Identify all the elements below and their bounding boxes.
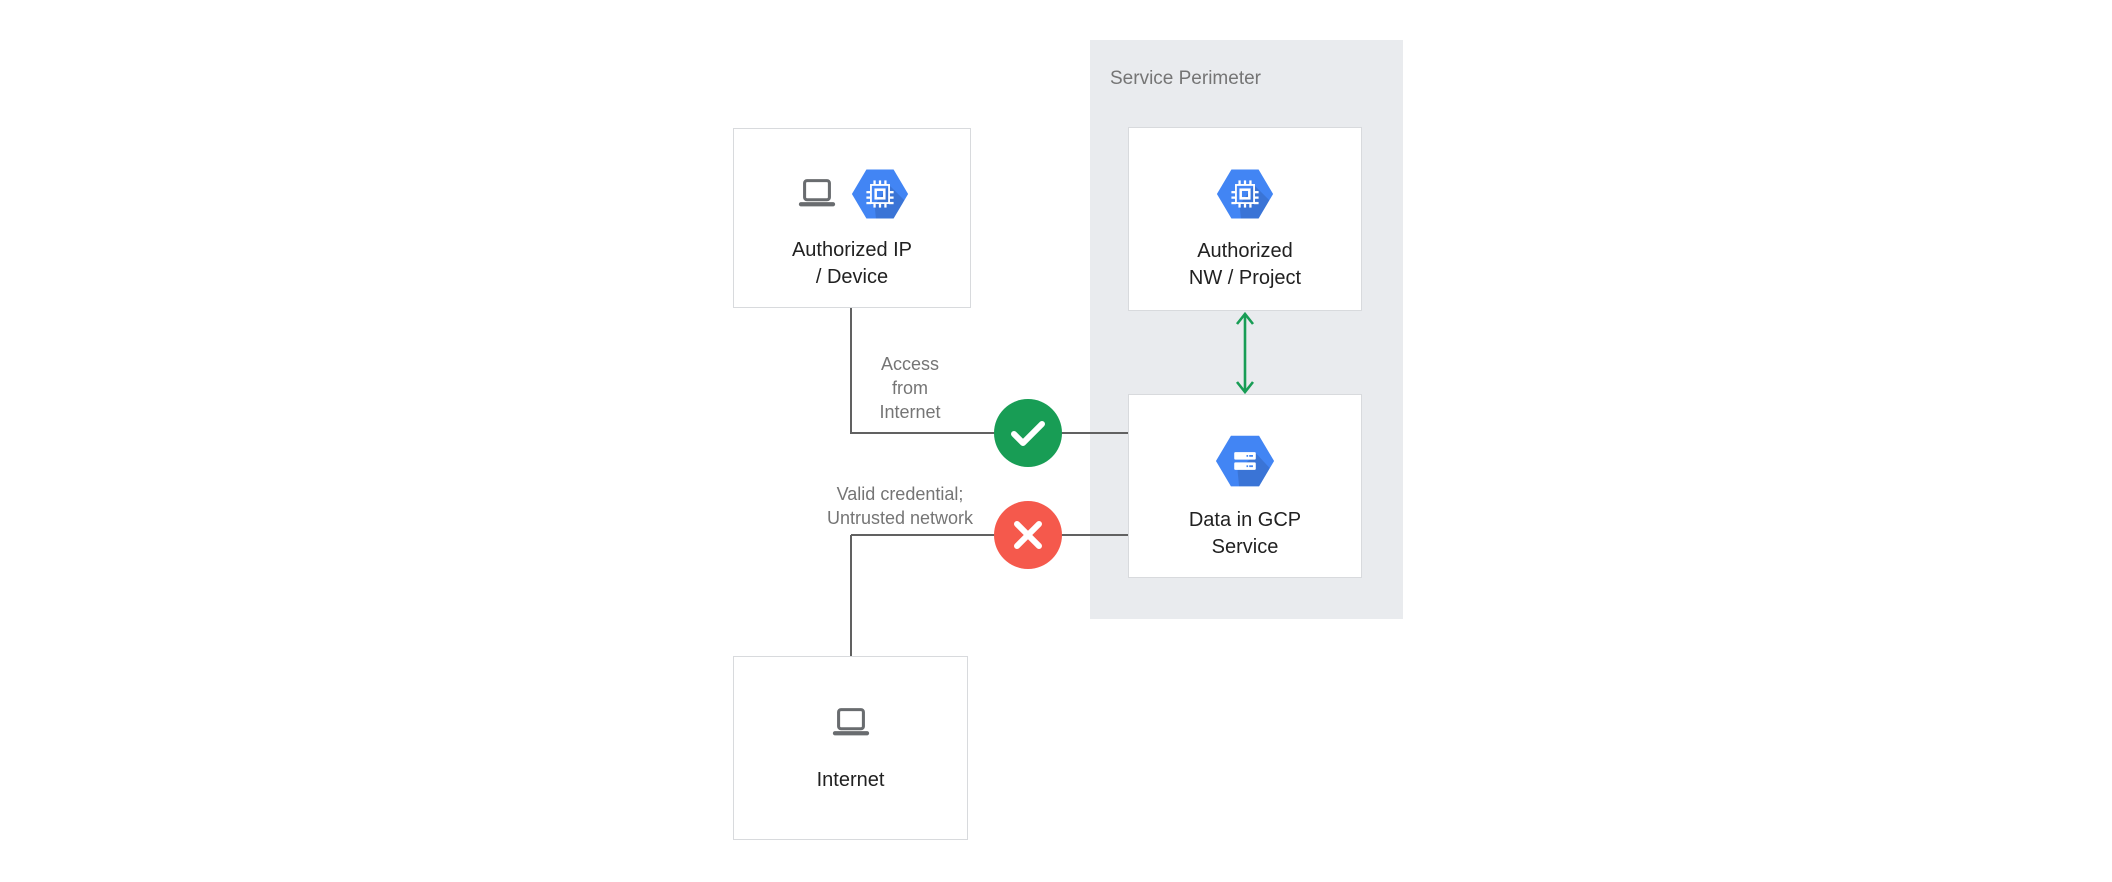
allowed-edge-label-line2: from	[892, 378, 928, 398]
denied-edge-label-line2: Untrusted network	[826, 508, 974, 528]
connector-allowed-line	[851, 432, 1128, 434]
laptop-icon	[832, 708, 869, 736]
node-label-line2: / Device	[815, 266, 889, 288]
cross-icon	[1014, 521, 1042, 549]
connector-internet-up	[850, 535, 852, 656]
denied-edge-label-line1: Valid credential;	[836, 484, 964, 504]
node-label-line2: Service	[1211, 536, 1279, 558]
node-label: Internet	[734, 767, 967, 794]
node-icons	[1129, 434, 1361, 488]
node-label-line1: Authorized IP	[791, 239, 913, 261]
node-label-line1: Authorized	[1197, 240, 1293, 262]
node-label-line2: NW / Project	[1188, 267, 1302, 289]
node-label: Data in GCP Service	[1129, 507, 1361, 561]
bidirectional-arrow-icon	[1235, 311, 1255, 395]
node-icons	[734, 705, 967, 741]
node-icons	[1129, 168, 1361, 220]
cross-badge	[994, 501, 1062, 569]
allowed-edge-label: Access from Internet	[845, 352, 975, 424]
node-label-line1: Internet	[816, 769, 885, 791]
allowed-edge-label-line1: Access	[880, 354, 940, 374]
connector-authorized-ip-down	[850, 308, 852, 434]
denied-edge-label: Valid credential; Untrusted network	[780, 482, 1020, 530]
service-perimeter-label: Service Perimeter	[1110, 68, 1261, 89]
gcp-compute-hexagon-icon	[851, 169, 908, 219]
allowed-edge-label-line3: Internet	[879, 402, 941, 422]
check-badge	[994, 399, 1062, 467]
node-label: Authorized NW / Project	[1129, 238, 1361, 292]
node-icons	[734, 168, 970, 220]
node-data-in-gcp-service: Data in GCP Service	[1128, 394, 1362, 578]
node-label-line1: Data in GCP	[1188, 509, 1302, 531]
node-authorized-ip-device: Authorized IP / Device	[733, 128, 971, 308]
node-internet: Internet	[733, 656, 968, 840]
connector-denied-line	[851, 534, 1128, 536]
gcp-storage-hexagon-icon	[1215, 435, 1275, 487]
gcp-compute-hexagon-icon	[1216, 169, 1274, 219]
node-label: Authorized IP / Device	[734, 237, 970, 291]
laptop-icon	[798, 179, 835, 207]
check-icon	[1011, 421, 1045, 446]
node-authorized-nw-project: Authorized NW / Project	[1128, 127, 1362, 311]
